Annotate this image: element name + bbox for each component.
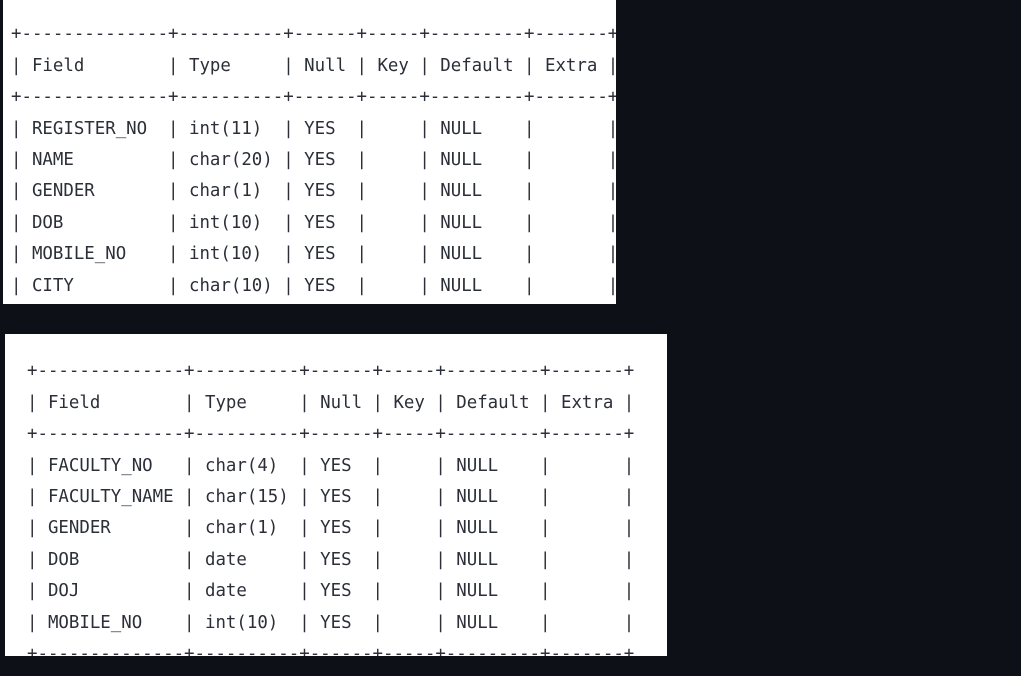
faculty-describe-ascii-table: +--------------+----------+------+-----+… xyxy=(27,361,635,656)
student-describe-ascii-table: +--------------+----------+------+-----+… xyxy=(11,24,616,296)
faculty-table-panel: +--------------+----------+------+-----+… xyxy=(5,334,667,656)
student-table-panel: +--------------+----------+------+-----+… xyxy=(3,0,616,304)
